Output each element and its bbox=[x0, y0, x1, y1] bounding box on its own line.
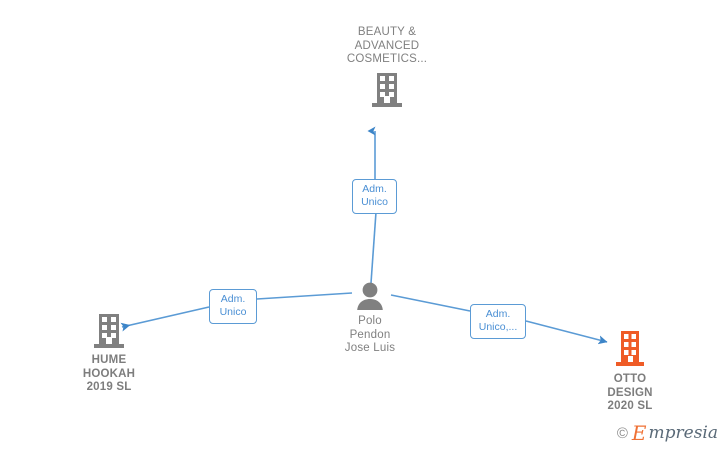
edge-left-label-to-hume bbox=[120, 306, 210, 332]
company-building-icon bbox=[371, 72, 403, 108]
node-otto-design-2020-sl[interactable]: OTTO DESIGN 2020 SL bbox=[565, 330, 695, 414]
edge-person-to-right-label bbox=[390, 294, 471, 312]
edge-right-label-to-otto bbox=[525, 320, 608, 345]
company-building-icon bbox=[93, 313, 125, 349]
edge-person-to-left-label bbox=[256, 292, 353, 300]
edge-label-adm-unico-hume[interactable]: Adm. Unico bbox=[209, 289, 257, 324]
company-building-highlight-icon bbox=[614, 330, 646, 368]
node-label-otto: OTTO DESIGN 2020 SL bbox=[607, 373, 653, 412]
edge-person-to-top-label bbox=[370, 211, 377, 284]
empresia-watermark: © E mpresia bbox=[616, 421, 719, 445]
brand-name: mpresia bbox=[648, 423, 719, 443]
node-label-person: Polo Pendon Jose Luis bbox=[344, 315, 396, 354]
edge-label-adm-unico-otto[interactable]: Adm. Unico,... bbox=[470, 304, 526, 339]
copyright-icon: © bbox=[616, 424, 628, 442]
node-person-polo-pendon-jose-luis[interactable]: Polo Pendon Jose Luis bbox=[305, 281, 435, 356]
edge-label-adm-unico-beauty[interactable]: Adm. Unico bbox=[352, 179, 397, 214]
node-hume-hookah-2019-sl[interactable]: HUME HOOKAH 2019 SL bbox=[44, 313, 174, 395]
node-label-hume: HUME HOOKAH 2019 SL bbox=[82, 354, 136, 393]
node-beauty-advanced-cosmetics[interactable]: BEAUTY & ADVANCED COSMETICS... bbox=[322, 26, 452, 108]
brand-initial: E bbox=[631, 421, 647, 445]
node-label-beauty: BEAUTY & ADVANCED COSMETICS... bbox=[346, 26, 428, 65]
person-avatar-icon bbox=[355, 281, 385, 311]
